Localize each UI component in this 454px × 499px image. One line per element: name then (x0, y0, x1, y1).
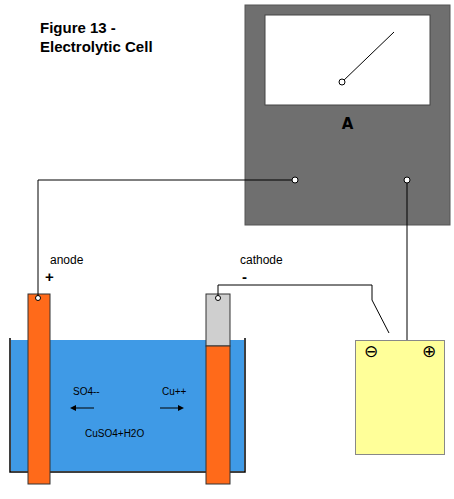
electrode-label: cathode (240, 253, 283, 267)
terminal (292, 177, 298, 183)
ion-label: Cu++ (162, 386, 186, 397)
wire (38, 180, 295, 298)
figure-title: Figure 13 - Electrolytic Cell (40, 18, 180, 56)
ammeter-housing (245, 5, 450, 225)
solution-label: CuSO4+H2O (85, 428, 144, 439)
terminal (404, 177, 410, 183)
node-text: A (245, 115, 450, 133)
terminal (216, 296, 221, 301)
battery: ⊖⊕ (355, 340, 445, 455)
ion-label: SO4-- (73, 386, 100, 397)
ammeter-needle (342, 32, 394, 82)
ammeter-window (265, 15, 430, 105)
wire (407, 180, 408, 225)
polarity-sign: - (242, 268, 247, 285)
switch (372, 300, 389, 333)
anode-electrode (28, 294, 50, 484)
needle-pivot (339, 79, 345, 85)
cathode-electrode (206, 346, 230, 484)
wire (218, 285, 372, 300)
terminal (36, 296, 41, 301)
node-text: ⊖ (364, 341, 378, 361)
wire (407, 225, 408, 340)
electrode-label: anode (50, 253, 83, 267)
polarity-sign: + (45, 268, 54, 285)
ion-arrowhead (178, 405, 184, 411)
ion-arrowhead (70, 405, 76, 411)
cathode-plating (206, 294, 230, 346)
node-text: ⊕ (422, 341, 436, 361)
ammeter: A (245, 5, 450, 225)
